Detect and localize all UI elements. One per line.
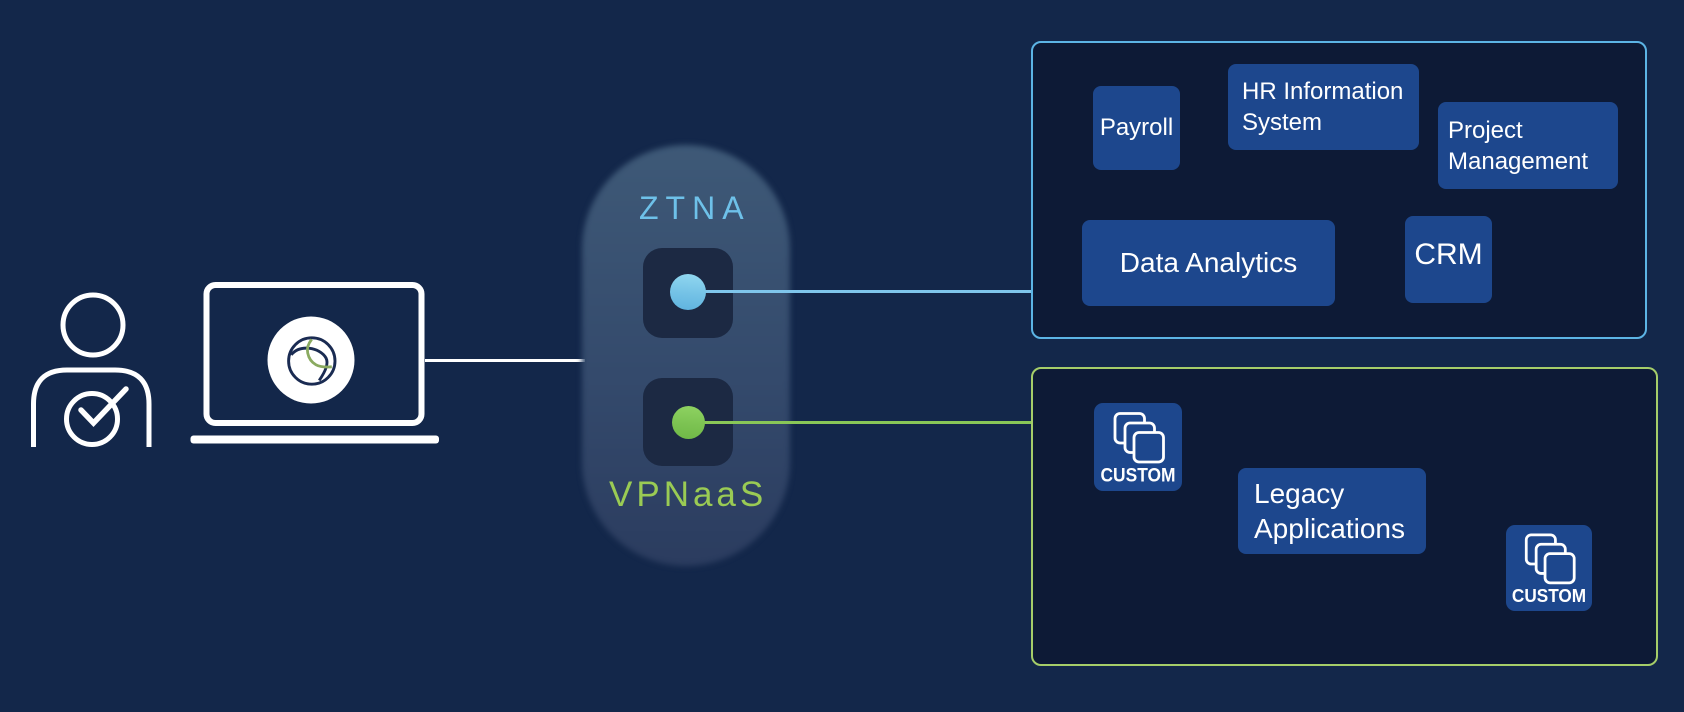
svg-text:CUSTOM: CUSTOM [1512, 585, 1586, 606]
svg-text:CUSTOM: CUSTOM [1101, 466, 1176, 487]
